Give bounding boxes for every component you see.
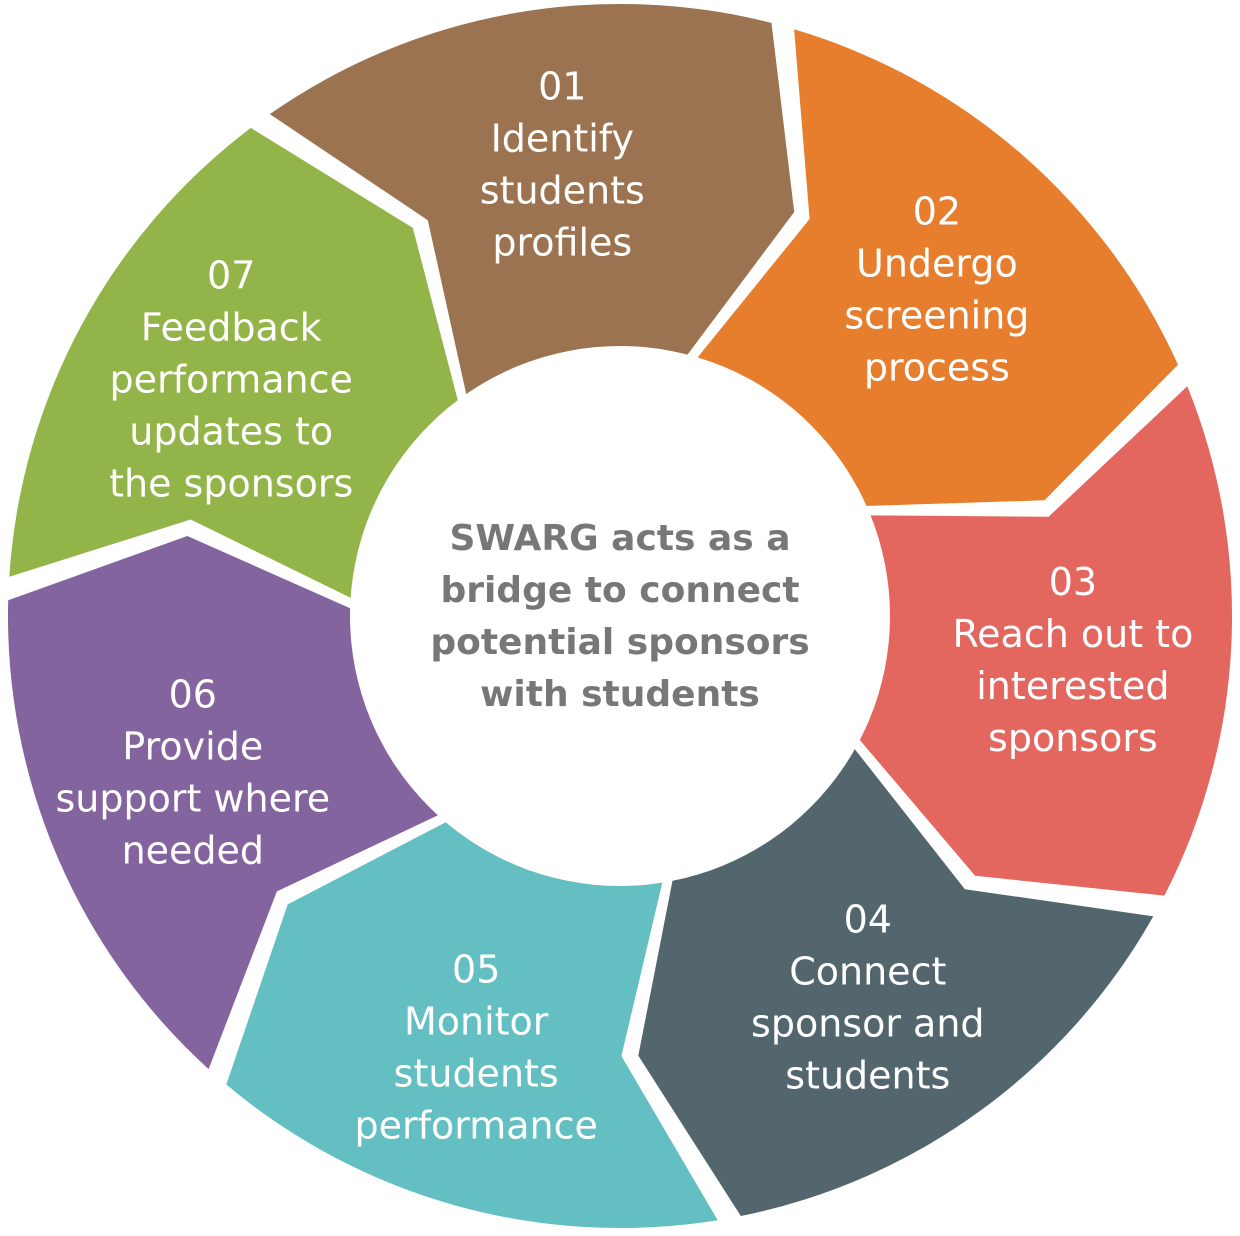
segments-layer [7,3,1233,1229]
step-number: 01 [538,65,586,109]
step-number: 05 [452,948,500,992]
center-description: SWARG acts as a bridge to connect potentia… [430,518,809,715]
step-text-line: sponsors [988,716,1158,760]
step-number: 04 [844,898,892,942]
step-text-line: sponsor and [751,1002,985,1046]
center-text-line: with students [480,674,760,715]
step-text-line: performance [355,1104,598,1148]
step-text-line: Provide [122,725,263,769]
step-text-line: screening [844,294,1029,338]
step-text-line: Reach out to [952,612,1193,656]
segment-step-05 [226,821,718,1229]
segment-step-03 [858,386,1233,896]
segment-step-04 [638,747,1154,1216]
center-text-line: SWARG acts as a [449,518,790,559]
center-circle [350,346,890,886]
step-text-line: Feedback [141,306,322,350]
step-number: 06 [169,673,217,717]
step-text-line: Undergo [856,242,1018,286]
step-text-line: support where [55,777,330,821]
center-text-line: bridge to connect [440,570,799,611]
segment-step-02 [696,29,1178,507]
step-text-line: process [864,346,1010,390]
step-text-line: interested [976,664,1169,708]
segment-step-06 [7,536,440,1070]
step-text-line: Connect [789,950,946,994]
step-text-line: students [394,1052,559,1096]
step-text-line: students [480,169,645,213]
step-text-line: Monitor [404,1000,549,1044]
step-text-line: updates to [129,410,333,454]
center-text-line: potential sponsors [430,622,809,663]
step-number: 02 [913,190,961,234]
step-text-line: needed [122,829,264,873]
step-text-line: the sponsors [109,462,353,506]
step-text-line: profiles [492,221,632,265]
step-number: 03 [1049,560,1097,604]
step-text-line: students [785,1054,950,1098]
segment-step-07 [9,127,459,599]
step-text-line: performance [110,358,353,402]
segment-step-01 [269,3,795,397]
step-text-line: Identify [491,117,634,161]
step-number: 07 [207,254,255,298]
